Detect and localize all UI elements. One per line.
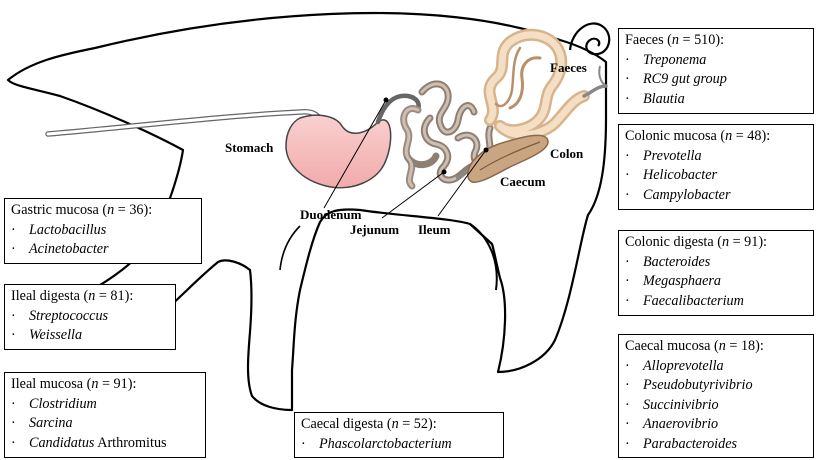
list-item: ·Treponema: [625, 51, 807, 71]
list-item: ·Megasphaera: [625, 272, 807, 292]
list-item: ·Phascolarctobacterium: [301, 435, 497, 455]
list-item: ·RC9 gut group: [625, 70, 807, 90]
box-ileal-digesta: Ileal digesta (n = 81): ·Streptococcus ·…: [4, 284, 176, 350]
label-stomach: Stomach: [225, 140, 274, 155]
box-colonic-digesta: Colonic digesta (n = 91): ·Bacteroides ·…: [618, 230, 814, 316]
list-item: ·Blautia: [625, 90, 807, 110]
list-item: ·Faecalibacterium: [625, 292, 807, 312]
label-ileum: Ileum: [418, 222, 451, 237]
box-gastric-mucosa: Gastric mucosa (n = 36): ·Lactobacillus …: [4, 198, 202, 264]
box-heading: Ileal digesta (n = 81):: [11, 287, 169, 307]
label-jejunum: Jejunum: [350, 222, 399, 237]
label-colon: Colon: [550, 146, 584, 161]
box-heading: Colonic mucosa (n = 48):: [625, 127, 807, 147]
list-item: ·Weissella: [11, 326, 169, 346]
list-item: ·Alloprevotella: [625, 357, 807, 377]
box-caecal-mucosa: Caecal mucosa (n = 18): ·Alloprevotella …: [618, 334, 814, 458]
box-faeces: Faeces (n = 510): ·Treponema ·RC9 gut gr…: [618, 28, 814, 114]
label-faeces: Faeces: [550, 60, 587, 75]
label-duodenum: Duodenum: [300, 207, 362, 222]
box-caecal-digesta: Caecal digesta (n = 52): ·Phascolarctoba…: [294, 412, 504, 458]
list-item: ·Streptococcus: [11, 307, 169, 327]
list-item: ·Acinetobacter: [11, 240, 195, 260]
list-item: ·Candidatus Arthromitus: [11, 434, 199, 454]
box-heading: Colonic digesta (n = 91):: [625, 233, 807, 253]
list-item: ·Prevotella: [625, 147, 807, 167]
list-item: ·Succinivibrio: [625, 396, 807, 416]
list-item: ·Sarcina: [11, 414, 199, 434]
label-caecum: Caecum: [500, 174, 546, 189]
oesophagus: [48, 112, 320, 134]
box-heading: Gastric mucosa (n = 36):: [11, 201, 195, 221]
list-item: ·Clostridium: [11, 395, 199, 415]
box-heading: Caecal digesta (n = 52):: [301, 415, 497, 435]
list-item: ·Parabacteroides: [625, 435, 807, 455]
box-heading: Faeces (n = 510):: [625, 31, 807, 51]
list-item: ·Helicobacter: [625, 166, 807, 186]
list-item: ·Campylobacter: [625, 186, 807, 206]
box-heading: Ileal mucosa (n = 91):: [11, 375, 199, 395]
list-item: ·Bacteroides: [625, 253, 807, 273]
box-heading: Caecal mucosa (n = 18):: [625, 337, 807, 357]
list-item: ·Pseudobutyrivibrio: [625, 376, 807, 396]
stomach-organ: [286, 115, 391, 188]
list-item: ·Anaerovibrio: [625, 415, 807, 435]
box-colonic-mucosa: Colonic mucosa (n = 48): ·Prevotella ·He…: [618, 124, 814, 210]
box-ileal-mucosa: Ileal mucosa (n = 91): ·Clostridium ·Sar…: [4, 372, 206, 458]
list-item: ·Lactobacillus: [11, 221, 195, 241]
